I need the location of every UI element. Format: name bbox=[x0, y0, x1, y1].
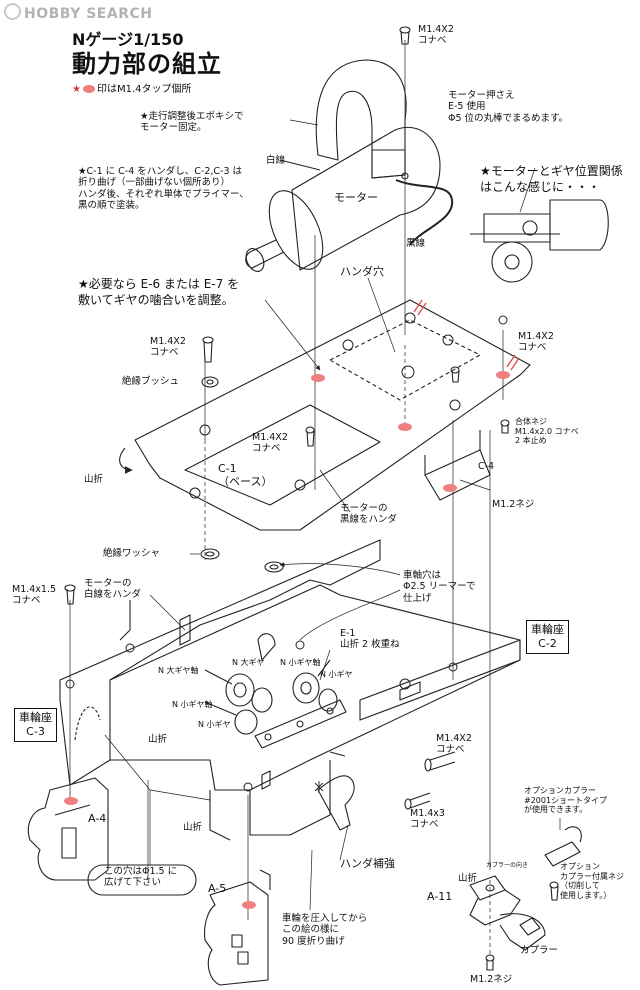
label-mountain-fold-1: 山折 bbox=[84, 474, 104, 485]
label-m14x2-mid: M1.4X2 コナベ bbox=[252, 432, 288, 455]
label-motor-black-solder: モーターの 黒線をハンダ bbox=[340, 503, 398, 526]
logo-mark-icon bbox=[4, 3, 21, 20]
label-press-note: 車輪を圧入してから この絵の様に 90 度折り曲げ bbox=[282, 913, 368, 947]
label-motor-white-solder: モーターの 白線をハンダ bbox=[84, 578, 142, 601]
label-insulating-washer: 絶縁ワッシャ bbox=[103, 548, 161, 559]
label-m14x2-lower: M1.4X2 コナベ bbox=[436, 733, 472, 756]
label-white-wire: 白線 bbox=[266, 155, 286, 166]
label-m14x3: M1.4x3 コナベ bbox=[410, 808, 445, 831]
label-mountain-fold-4: 山折 bbox=[458, 873, 478, 884]
label-coupler-direction: カプラーの向き bbox=[486, 862, 529, 869]
logo-text: HOBBY SEARCH bbox=[24, 6, 153, 22]
label-m14x15: M1.4x1.5 コナベ bbox=[12, 584, 57, 607]
label-c4: C-4 bbox=[478, 461, 495, 472]
top-screw-icon bbox=[399, 26, 411, 45]
bush-and-screws-icons bbox=[201, 336, 510, 447]
c1-base-plate bbox=[119, 299, 531, 531]
label-insulating-bush: 絶縁ブッシュ bbox=[122, 376, 180, 387]
label-gear-relation: ★モーターとギヤ位置関係 はこんな感じに・・・ bbox=[480, 164, 623, 195]
label-a11: A-11 bbox=[427, 890, 453, 903]
label-black-wire: 黒線 bbox=[406, 238, 426, 249]
label-epoxy-note: ★走行調整後エポキシで モーター固定。 bbox=[140, 111, 244, 134]
label-m12-bottom: M1.2ネジ bbox=[470, 974, 513, 985]
label-n-big-gear-axle: N 大ギヤ軸 bbox=[158, 666, 199, 675]
label-m14x2-top: M1.4X2 コナベ bbox=[418, 24, 454, 47]
label-mountain-fold-2: 山折 bbox=[148, 734, 168, 745]
tap-marks bbox=[64, 371, 510, 909]
page-title: 動力部の組立 bbox=[72, 50, 222, 78]
label-combined-screw: 合体ネジ M1.4x2.0 コナベ 2 本止め bbox=[515, 417, 579, 446]
label-n-small-gear-axle: N 小ギヤ軸 bbox=[280, 658, 321, 667]
label-solder-hole: ハンダ穴 bbox=[340, 265, 384, 278]
label-e1-fold: E-1 山折 2 枚重ね bbox=[340, 628, 400, 651]
label-mountain-fold-3: 山折 bbox=[183, 822, 203, 833]
coupler-assembly bbox=[469, 826, 582, 971]
legend-tap-dot-icon bbox=[82, 85, 95, 93]
label-m14x2-left: M1.4X2 コナベ bbox=[150, 336, 186, 359]
label-n-small-gear-1: N 小ギヤ bbox=[320, 670, 353, 679]
main-chassis-frame bbox=[59, 539, 521, 841]
legend-star-icon: ★ bbox=[72, 84, 81, 95]
label-coupler: カプラー bbox=[520, 945, 559, 956]
lower-screws-icons bbox=[64, 584, 456, 810]
label-m14x2-right: M1.4X2 コナベ bbox=[518, 331, 554, 354]
label-m12-screw: M1.2ネジ bbox=[492, 499, 535, 510]
label-motor: モーター bbox=[334, 191, 378, 204]
label-option-screw: オプション カプラー付属ネジ （切削して 使用します。） bbox=[560, 862, 624, 900]
a4-part bbox=[27, 777, 109, 881]
label-shim-note: ★必要なら E-6 または E-7 を 敷いてギヤの噛合いを調整。 bbox=[78, 277, 240, 308]
label-n-small-gear-axle-2: N 小ギヤ軸 bbox=[172, 700, 213, 709]
label-a5: A-5 bbox=[208, 882, 227, 895]
motor-body-icon bbox=[245, 126, 454, 272]
label-axle-hole: 車軸穴は Φ2.5 リーマーで 仕上げ bbox=[403, 570, 476, 604]
legend-text: 印はM1.4タップ個所 bbox=[96, 84, 192, 95]
label-motor-holder: モーター押さえ E-5 使用 Φ5 位の丸棒でまるめます。 bbox=[448, 90, 569, 124]
label-c-parts-note: ★C-1 に C-4 をハンダし、C-2,C-3 は 折り曲げ（一部曲げない個所… bbox=[78, 166, 249, 212]
label-n-small-gear-2: N 小ギヤ bbox=[198, 720, 231, 729]
gear-train-icons bbox=[204, 633, 347, 749]
label-option-coupler: オプションカプラー #2001ショートタイプ が使用できます。 bbox=[524, 786, 608, 815]
tap-legend: ★ 印はM1.4タップ個所 bbox=[72, 80, 192, 95]
label-hole-note: この穴はΦ1.5 に 広げて下さい bbox=[104, 866, 178, 889]
a5-part bbox=[204, 869, 271, 986]
label-n-big-gear: N 大ギヤ bbox=[232, 658, 265, 667]
site-logo: HOBBY SEARCH bbox=[4, 3, 152, 22]
label-c3-wheel-seat: 車輪座 C-3 bbox=[14, 708, 57, 742]
label-c2-wheel-seat: 車輪座 C-2 bbox=[526, 620, 569, 654]
scale-subtitle: Nゲージ1/150 bbox=[72, 30, 184, 49]
label-c1-base: C-1 （ベース） bbox=[218, 462, 273, 489]
gear-relation-sketch bbox=[470, 199, 609, 283]
label-a4: A-4 bbox=[88, 812, 107, 825]
red-arrow-marks bbox=[413, 299, 520, 371]
label-solder-reinforce: ハンダ補強 bbox=[340, 857, 395, 870]
